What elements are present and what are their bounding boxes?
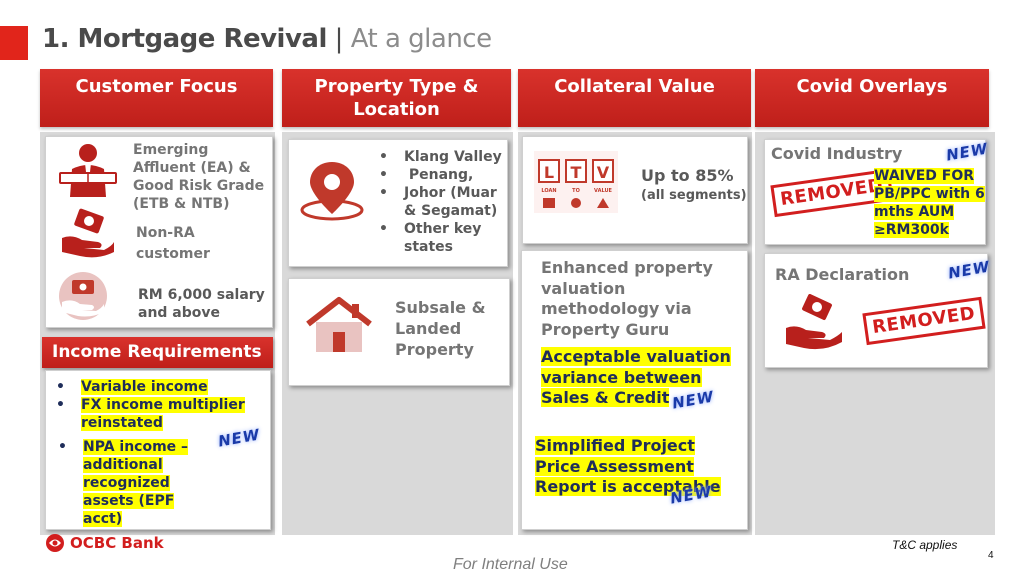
non-ra-line: customer [136, 246, 210, 262]
ltv-word: LOAN [541, 188, 556, 194]
npa-line: recognized [83, 475, 170, 491]
header-customer-focus-label: Customer Focus [75, 76, 238, 97]
enhanced-line: Property Guru [541, 319, 670, 339]
location-item: Johor (Muar & Segamat) [379, 184, 507, 220]
location-text: & Segamat) [404, 203, 498, 219]
location-pin-icon [296, 158, 368, 222]
ltv-letter: L [544, 163, 554, 182]
money-hand-icon [782, 294, 848, 356]
segment-line: Affluent (EA) & [133, 160, 251, 176]
subsale-line: Subsale & [395, 298, 486, 317]
tc-applies: T&C applies [892, 538, 958, 552]
businessman-icon [50, 141, 126, 197]
waived-text: WAIVED FOR PB/PPC with 6 mths AUM ≥RM300… [874, 167, 985, 239]
page-title: 1. Mortgage Revival | At a glance [42, 24, 492, 54]
income-item-text: FX income multiplier [81, 397, 245, 413]
segment-text: Emerging Affluent (EA) & Good Risk Grade… [133, 141, 264, 213]
waived-line: ≥RM300k [874, 222, 949, 238]
subsale-card [288, 278, 510, 386]
ocbc-brand-text: OCBC Bank [70, 534, 164, 552]
acceptable-line: Sales & Credit [541, 388, 670, 407]
subsale-text: Subsale & Landed Property [395, 297, 486, 360]
npa-line: NPA income – [83, 439, 189, 455]
location-item: Klang Valley [379, 148, 507, 166]
covid-industry-title: Covid Industry [771, 144, 903, 163]
waived-line: PB/PPC with 6 [874, 186, 985, 202]
enhanced-text: Enhanced property valuation methodology … [541, 258, 713, 340]
enhanced-line: Enhanced property [541, 258, 713, 277]
salary-text: RM 6,000 salary and above [138, 286, 265, 322]
ltv-word: VALUE [594, 188, 612, 194]
location-item: Other key states [379, 220, 507, 256]
simplified-line: Simplified Project [535, 436, 695, 455]
segment-line: Good Risk Grade [133, 178, 265, 194]
salary-line: RM 6,000 salary [138, 287, 265, 303]
salary-icon [52, 270, 114, 322]
internal-use-label: For Internal Use [453, 556, 568, 573]
acceptable-text: Acceptable valuation variance between Sa… [541, 347, 731, 409]
money-hand-icon [58, 208, 116, 260]
income-item-text: reinstated [81, 415, 163, 431]
header-covid-overlays: Covid Overlays [755, 69, 989, 127]
non-ra-line: Non-RA [136, 225, 195, 241]
income-list: Variable income FX income multiplier rein… [56, 378, 266, 432]
header-collateral-value: Collateral Value [518, 69, 751, 127]
location-item: Penang, [379, 166, 507, 184]
segment-line: (ETB & NTB) [133, 196, 230, 212]
title-main: 1. Mortgage Revival [42, 24, 327, 54]
header-property-type-line2: Location [353, 99, 440, 120]
ltv-icon: L T V LOAN TO VALUE [533, 150, 619, 214]
title-accent-bar [0, 26, 28, 60]
acceptable-line: Acceptable valuation [541, 347, 731, 366]
ocbc-logo-icon [46, 534, 64, 552]
enhanced-line: methodology via [541, 299, 692, 318]
locations-list: Klang Valley Penang, Johor (Muar & Segama… [379, 148, 507, 256]
npa-line: additional [83, 457, 163, 473]
ra-declaration-title: RA Declaration [775, 265, 910, 284]
acceptable-line: variance between [541, 367, 702, 387]
simplified-line: Price Assessment [535, 456, 694, 476]
waived-line: mths AUM [874, 204, 955, 220]
ltv-word: TO [572, 188, 580, 194]
ltv-segments: (all segments) [641, 188, 747, 203]
location-text: Penang, [404, 167, 474, 183]
location-text: Klang Valley [404, 149, 502, 165]
simplified-text: Simplified Project Price Assessment Repo… [535, 436, 721, 498]
waived-line: WAIVED FOR [874, 168, 974, 184]
income-list-npa: NPA income – additional recognized asset… [58, 438, 208, 528]
subsale-line: Property [395, 340, 474, 359]
page-number: 4 [988, 550, 994, 561]
header-covid-overlays-label: Covid Overlays [796, 76, 948, 97]
non-ra-text: Non-RA customer [136, 223, 210, 265]
income-item: FX income multiplier reinstated [56, 396, 266, 432]
income-item: Variable income [56, 378, 266, 396]
npa-line: assets (EPF acct) [83, 493, 175, 527]
header-collateral-value-label: Collateral Value [554, 76, 715, 97]
simplified-line: Report is acceptable [535, 477, 721, 496]
ltv-letter: T [571, 163, 582, 182]
title-separator: | [326, 24, 351, 54]
location-text: states [404, 239, 453, 255]
salary-line: and above [138, 305, 221, 321]
income-requirements-header: Income Requirements [42, 337, 273, 368]
income-item-text: Variable income [81, 379, 208, 395]
ltv-letter: V [597, 163, 610, 182]
header-customer-focus: Customer Focus [40, 69, 273, 127]
location-text: Johor (Muar [404, 185, 497, 201]
header-property-type-line1: Property Type & [314, 76, 479, 97]
income-item-npa: NPA income – additional recognized asset… [58, 438, 208, 528]
subsale-line: Landed [395, 319, 462, 338]
header-property-type: Property Type & Location [282, 69, 511, 127]
location-text: Other key [404, 221, 482, 237]
title-sub: At a glance [350, 24, 492, 54]
house-icon [300, 296, 378, 354]
ocbc-logo: OCBC Bank [44, 533, 164, 553]
enhanced-line: valuation [541, 278, 626, 298]
segment-line: Emerging [133, 142, 209, 158]
ltv-up-to: Up to 85% [641, 166, 734, 185]
